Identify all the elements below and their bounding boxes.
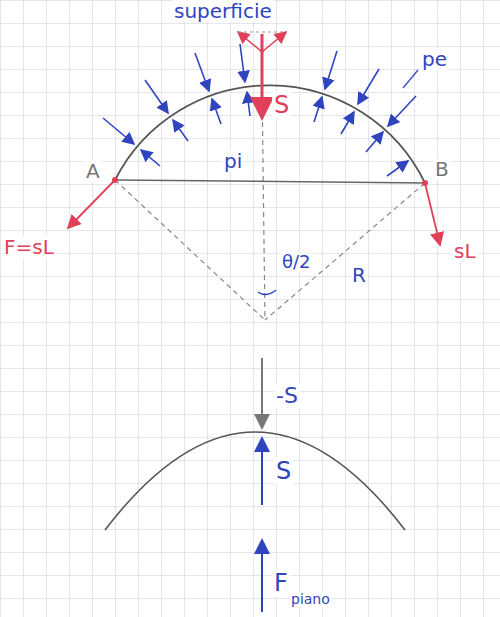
chord-line bbox=[115, 180, 425, 183]
force-label: S bbox=[274, 458, 293, 484]
plane-force-arrow bbox=[261, 540, 263, 612]
cap-arc bbox=[115, 85, 425, 183]
cap-arc bbox=[105, 432, 405, 530]
angle-arc bbox=[258, 290, 276, 295]
leader-line bbox=[403, 70, 418, 88]
pressure-label: pe bbox=[420, 48, 449, 70]
point-label: B bbox=[433, 158, 451, 180]
surface-label: superficie bbox=[172, 0, 274, 22]
force-label: F bbox=[272, 570, 290, 596]
force-label: F=sL bbox=[2, 236, 56, 258]
point-label: A bbox=[84, 160, 102, 182]
angle-label: θ/2 bbox=[280, 252, 313, 272]
external-pressure-arrows bbox=[103, 44, 416, 144]
force-label: -S bbox=[274, 384, 300, 408]
s-arrow bbox=[261, 34, 264, 118]
tension-arrow bbox=[425, 183, 440, 245]
s-arrow bbox=[261, 438, 263, 505]
force-label: sL bbox=[452, 240, 478, 262]
radius-label: R bbox=[350, 264, 368, 286]
minus-s-arrow bbox=[261, 358, 263, 428]
internal-pressure-arrows bbox=[141, 92, 408, 176]
tension-arrow bbox=[68, 180, 115, 228]
pressure-label: pi bbox=[222, 150, 244, 172]
radius-lines bbox=[115, 86, 425, 320]
force-label: S bbox=[272, 92, 291, 118]
subscript-label: piano bbox=[289, 592, 332, 607]
